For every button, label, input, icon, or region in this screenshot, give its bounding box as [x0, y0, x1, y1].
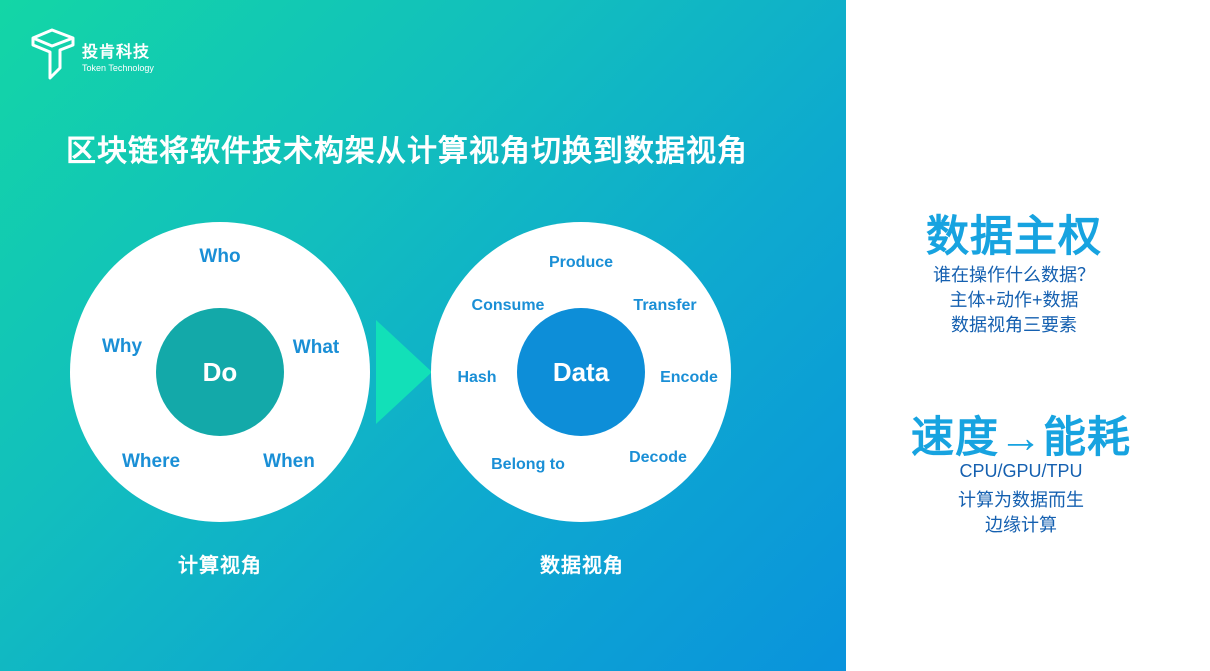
label-why: Why	[101, 336, 143, 357]
label-when: When	[263, 451, 315, 472]
label-belong-to: Belong to	[491, 456, 565, 473]
data-view-ring: Data Produce Consume Transfer Hash Encod…	[431, 222, 731, 522]
sovereignty-line-1: 谁在操作什么数据？	[933, 265, 1095, 285]
slide-headline: 区块链将软件技术构架从计算视角切换到数据视角	[66, 135, 748, 168]
label-where: Where	[121, 451, 181, 472]
arrow-right-icon	[376, 320, 432, 424]
brand-tagline: Token Technology	[82, 63, 154, 73]
label-produce: Produce	[548, 254, 614, 271]
label-who: Who	[199, 246, 241, 267]
speed-line-3: 边缘计算	[985, 515, 1057, 535]
slide-panel: 投肯科技 Token Technology 区块链将软件技术构架从计算视角切换到…	[0, 0, 846, 671]
label-decode: Decode	[629, 449, 687, 466]
token-technology-logo-icon	[31, 28, 75, 80]
speed-line-1: CPU/GPU/TPU	[959, 461, 1083, 481]
sovereignty-title: 数据主权	[926, 213, 1102, 261]
label-hash: Hash	[457, 369, 497, 386]
label-encode: Encode	[660, 369, 718, 386]
computing-view-caption: 计算视角	[178, 555, 262, 577]
sovereignty-line-2: 主体+动作+数据	[949, 290, 1079, 310]
label-what: What	[292, 337, 340, 358]
sovereignty-line-3: 数据视角三要素	[951, 315, 1077, 335]
speed-line-2: 计算为数据而生	[958, 490, 1084, 510]
speed-title: 速度→能耗	[911, 414, 1131, 462]
do-core: Do	[156, 308, 284, 436]
label-consume: Consume	[471, 297, 545, 314]
data-view-caption: 数据视角	[540, 555, 624, 577]
computing-view-ring: Do Who Why What Where When	[70, 222, 370, 522]
label-transfer: Transfer	[633, 297, 697, 314]
brand-name: 投肯科技	[82, 44, 151, 61]
data-core: Data	[517, 308, 645, 436]
